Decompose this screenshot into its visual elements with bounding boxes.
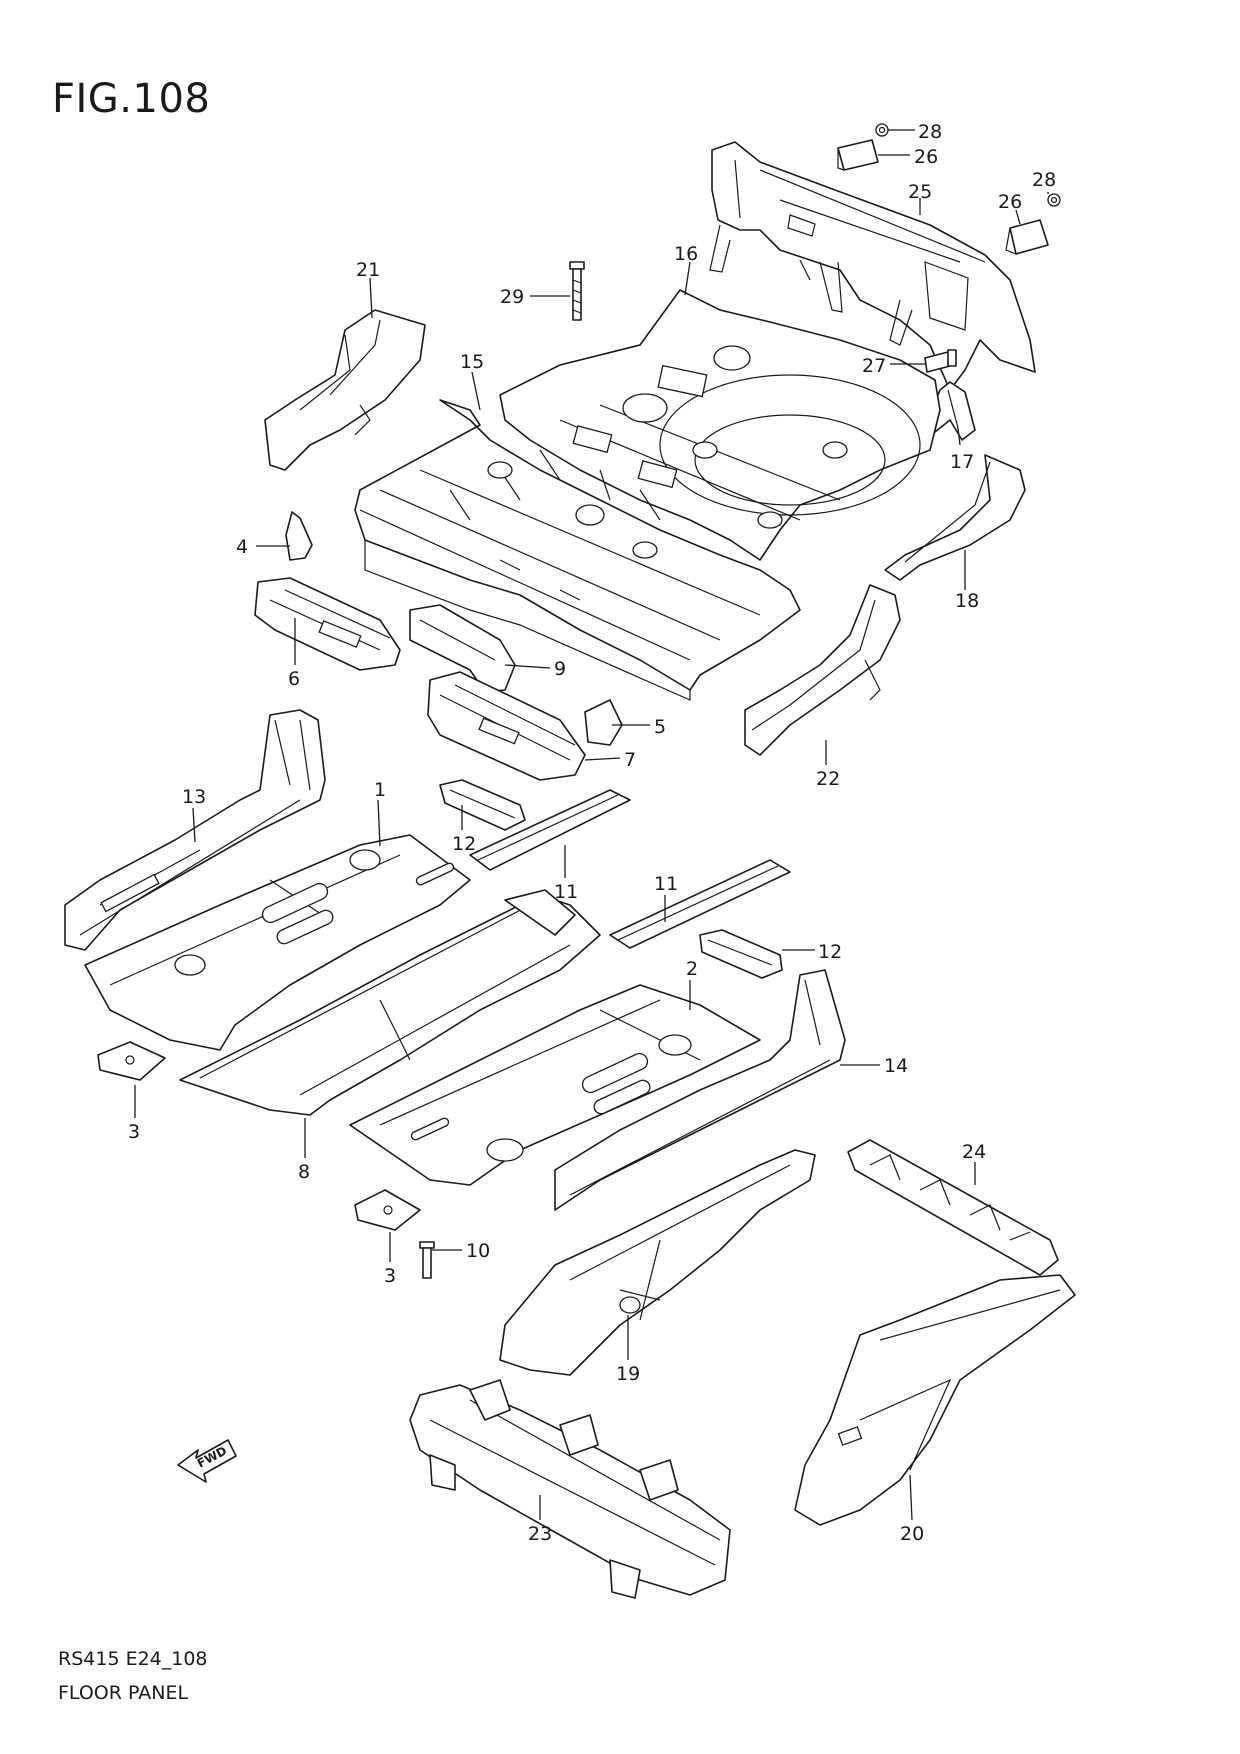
part-14-side-sill-right bbox=[554, 969, 846, 1211]
leader-lines bbox=[134, 129, 1049, 1521]
callout-15: 15 bbox=[460, 351, 484, 373]
part-16-rear-floor-panel bbox=[499, 289, 941, 561]
callout-16: 16 bbox=[674, 243, 698, 265]
part-26-bracket-left bbox=[837, 139, 879, 171]
callout-13: 13 bbox=[182, 786, 206, 808]
part-26-bracket-right bbox=[1005, 219, 1049, 255]
callout-4: 4 bbox=[236, 536, 248, 558]
callout-labels: 28 26 28 25 26 21 16 29 15 27 17 4 18 6 … bbox=[128, 121, 1056, 1545]
part-2-front-floor-right bbox=[349, 984, 761, 1186]
part-27-bolt bbox=[924, 349, 957, 373]
callout-19: 19 bbox=[616, 1363, 640, 1385]
callout-11: 11 bbox=[554, 881, 578, 903]
callout-20: 20 bbox=[900, 1523, 924, 1545]
callout-28: 28 bbox=[918, 121, 942, 143]
callout-9: 9 bbox=[554, 658, 566, 680]
callout-10: 10 bbox=[466, 1240, 490, 1262]
part-6-crossmember bbox=[254, 577, 401, 671]
part-21-rear-side-member bbox=[264, 309, 426, 471]
part-3-mount-center bbox=[354, 1189, 421, 1231]
part-23-front-crossmember bbox=[409, 1379, 731, 1599]
part-20-front-side-member-right bbox=[794, 1274, 1076, 1526]
part-13-side-sill-left bbox=[64, 709, 326, 951]
part-28-nut-right bbox=[1047, 193, 1061, 207]
part-4-bracket bbox=[285, 511, 313, 561]
part-12-bracket-lower bbox=[699, 929, 783, 979]
part-3-mount-left bbox=[97, 1041, 166, 1081]
callout-11: 11 bbox=[654, 873, 678, 895]
callout-27: 27 bbox=[862, 355, 886, 377]
section-name-label: FLOOR PANEL bbox=[58, 1682, 189, 1704]
callout-12: 12 bbox=[818, 941, 842, 963]
callout-14: 14 bbox=[884, 1055, 908, 1077]
part-11-cross-rail-lower bbox=[609, 859, 791, 949]
part-7-crossmember bbox=[427, 671, 586, 781]
part-12-bracket-upper bbox=[439, 779, 526, 831]
model-code-label: RS415 E24_108 bbox=[58, 1648, 208, 1670]
part-11-cross-rail-upper bbox=[469, 789, 631, 871]
fwd-direction-arrow: FWD bbox=[177, 1439, 237, 1483]
callout-29: 29 bbox=[500, 286, 524, 308]
callout-3: 3 bbox=[384, 1265, 396, 1287]
callout-5: 5 bbox=[654, 716, 666, 738]
part-28-nut-left bbox=[875, 123, 889, 137]
part-18-rear-side-rail bbox=[884, 454, 1026, 581]
callout-23: 23 bbox=[528, 1523, 552, 1545]
callout-24: 24 bbox=[962, 1141, 986, 1163]
part-29-bolt bbox=[569, 261, 585, 321]
callout-6: 6 bbox=[288, 668, 300, 690]
callout-26: 26 bbox=[998, 191, 1022, 213]
callout-21: 21 bbox=[356, 259, 380, 281]
part-19-front-side-member bbox=[499, 1149, 816, 1376]
part-15-center-floor-panel bbox=[354, 399, 801, 701]
callout-17: 17 bbox=[950, 451, 974, 473]
callout-22: 22 bbox=[816, 768, 840, 790]
callout-12: 12 bbox=[452, 833, 476, 855]
callout-26: 26 bbox=[914, 146, 938, 168]
part-25-rear-end-panel bbox=[709, 141, 1036, 391]
part-5-bracket bbox=[584, 699, 623, 746]
callout-28: 28 bbox=[1032, 169, 1056, 191]
callout-1: 1 bbox=[374, 779, 386, 801]
part-1-front-floor-left bbox=[84, 834, 471, 1051]
figure-title: FIG.108 bbox=[52, 76, 211, 122]
part-10-bolt bbox=[419, 1241, 435, 1279]
callout-18: 18 bbox=[955, 590, 979, 612]
callout-2: 2 bbox=[686, 958, 698, 980]
callout-7: 7 bbox=[624, 749, 636, 771]
part-24-rear-crossmember bbox=[847, 1139, 1059, 1276]
callout-3: 3 bbox=[128, 1121, 140, 1143]
part-8-floor-tunnel bbox=[179, 889, 601, 1116]
callout-25: 25 bbox=[908, 181, 932, 203]
callout-8: 8 bbox=[298, 1161, 310, 1183]
part-22-rear-side-member bbox=[744, 584, 901, 756]
